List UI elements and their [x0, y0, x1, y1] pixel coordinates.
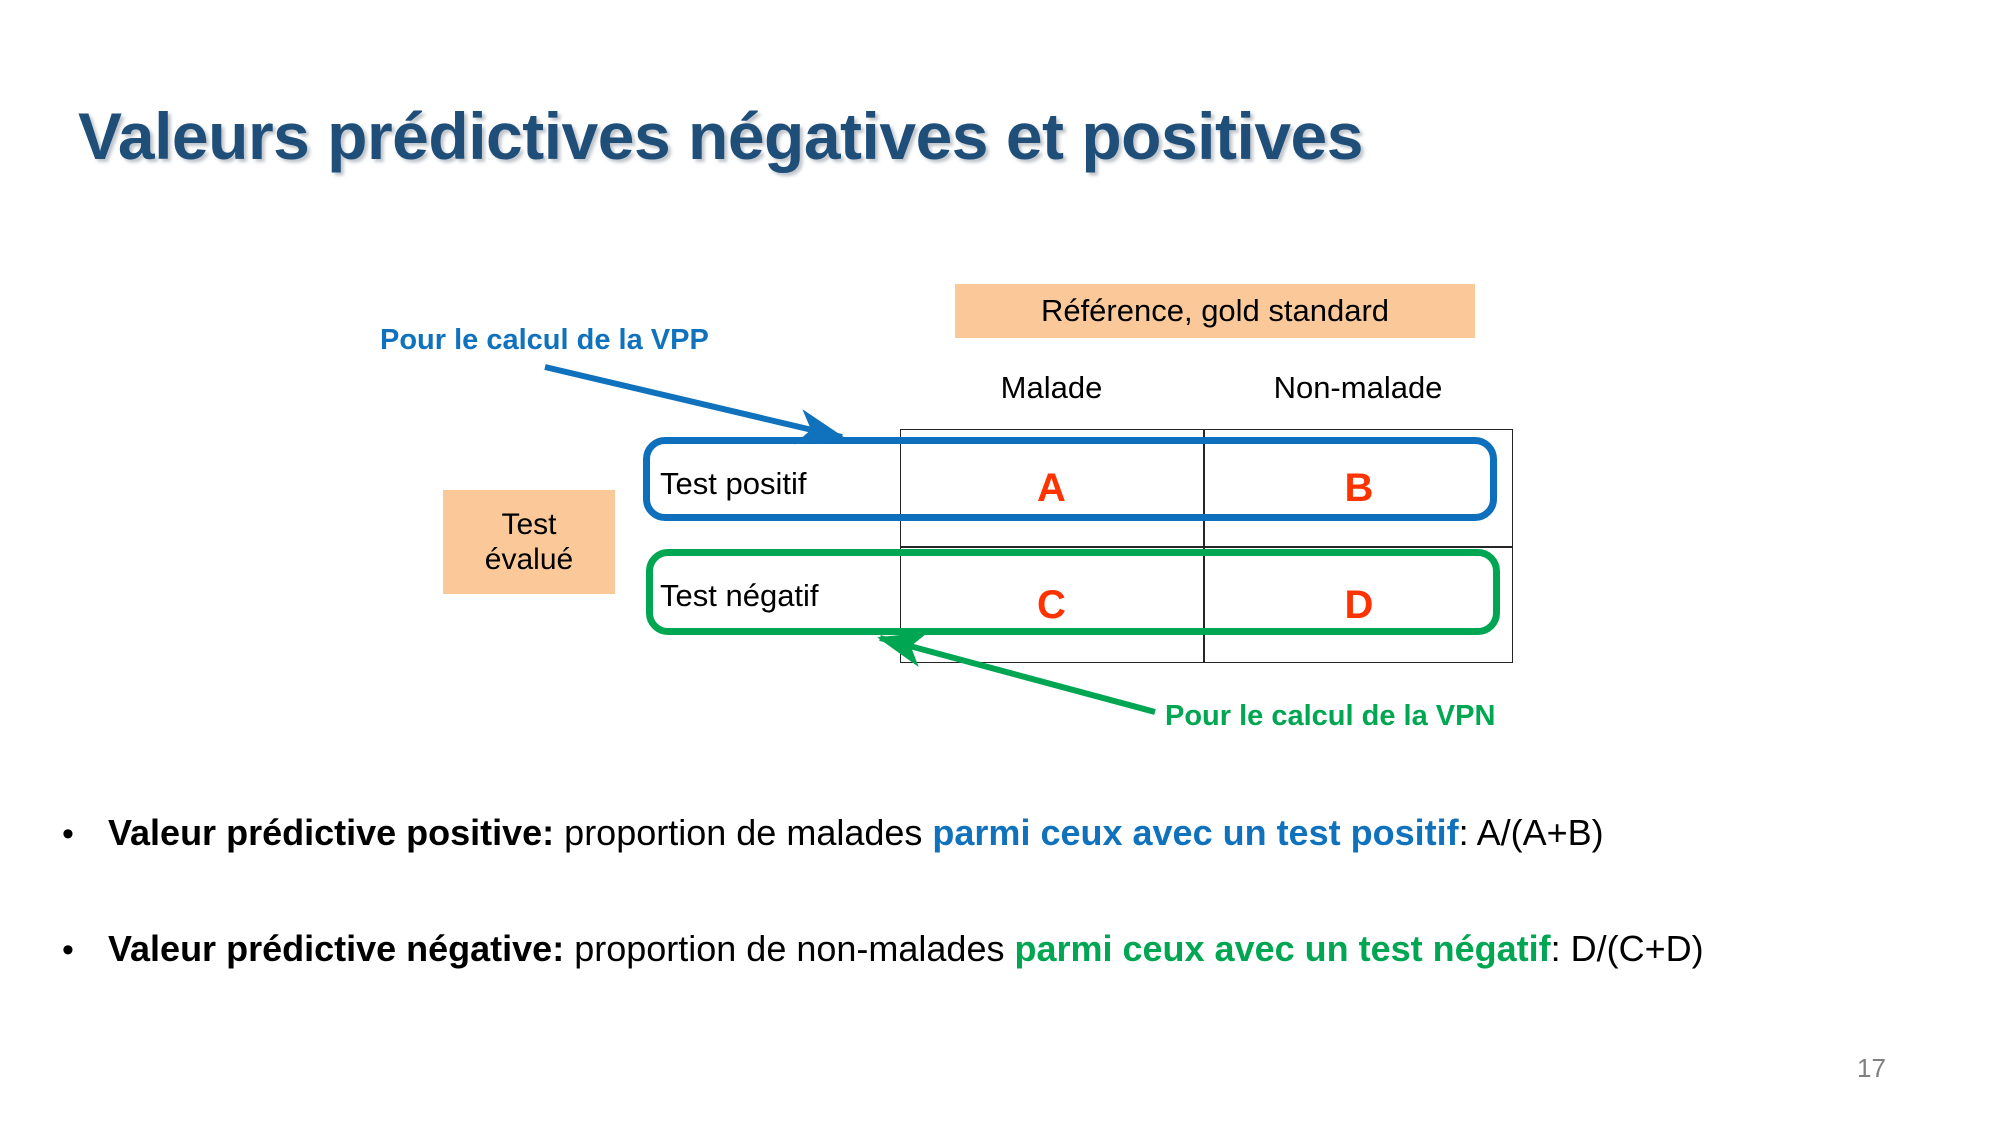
column-header-malade: Malade — [1000, 370, 1103, 405]
bullet-highlight-vpp: parmi ceux avec un test positif — [932, 812, 1459, 853]
page-title: Valeurs prédictives négatives et positiv… — [78, 99, 1363, 173]
bullet-middle-vpn: proportion de non-malades — [564, 928, 1015, 969]
table-cell-b: B — [1344, 466, 1374, 510]
arrow-vpp — [544, 364, 845, 445]
highlight-rect-test-negatif — [646, 549, 1500, 635]
callout-label-vpp: Pour le calcul de la VPP — [380, 324, 709, 356]
reference-gold-standard-label: Référence, gold standard — [1040, 293, 1390, 328]
row-label-test-positif: Test positif — [660, 466, 807, 501]
table-cell-d: D — [1344, 583, 1374, 627]
bullet-text-vpn: Valeur prédictive négative: proportion d… — [108, 928, 1704, 970]
bullet-item-vpn: • Valeur prédictive négative: proportion… — [62, 928, 1704, 970]
column-header-non-malade: Non-malade — [1273, 370, 1443, 405]
bullet-lead-vpn: Valeur prédictive négative: — [108, 928, 565, 969]
bullet-text-vpp: Valeur prédictive positive: proportion d… — [108, 812, 1604, 854]
bullet-marker: • — [62, 931, 74, 969]
bullet-highlight-vpn: parmi ceux avec un test négatif — [1014, 928, 1551, 969]
test-evaluated-label-line1: Test — [501, 507, 557, 541]
slide-number: 17 — [1857, 1053, 1886, 1083]
bullet-tail-vpp: : A/(A+B) — [1458, 812, 1604, 853]
bullet-marker: • — [62, 815, 74, 853]
bullet-middle-vpp: proportion de malades — [554, 812, 933, 853]
test-evaluated-header: Test évalué — [443, 490, 615, 594]
table-row-divider — [901, 546, 1512, 548]
bullet-tail-vpn: : D/(C+D) — [1550, 928, 1704, 969]
test-evaluated-label-line2: évalué — [484, 543, 574, 576]
bullet-item-vpp: • Valeur prédictive positive: proportion… — [62, 812, 1604, 854]
row-label-test-negatif: Test négatif — [660, 578, 819, 613]
highlight-rect-test-positif — [643, 437, 1497, 521]
bullet-lead-vpp: Valeur prédictive positive: — [108, 812, 555, 853]
reference-gold-standard-header: Référence, gold standard — [955, 284, 1475, 338]
table-cell-a: A — [1037, 466, 1066, 510]
table-cell-c: C — [1037, 583, 1066, 627]
contingency-table — [900, 429, 1513, 663]
callout-label-vpn: Pour le calcul de la VPN — [1165, 700, 1496, 732]
